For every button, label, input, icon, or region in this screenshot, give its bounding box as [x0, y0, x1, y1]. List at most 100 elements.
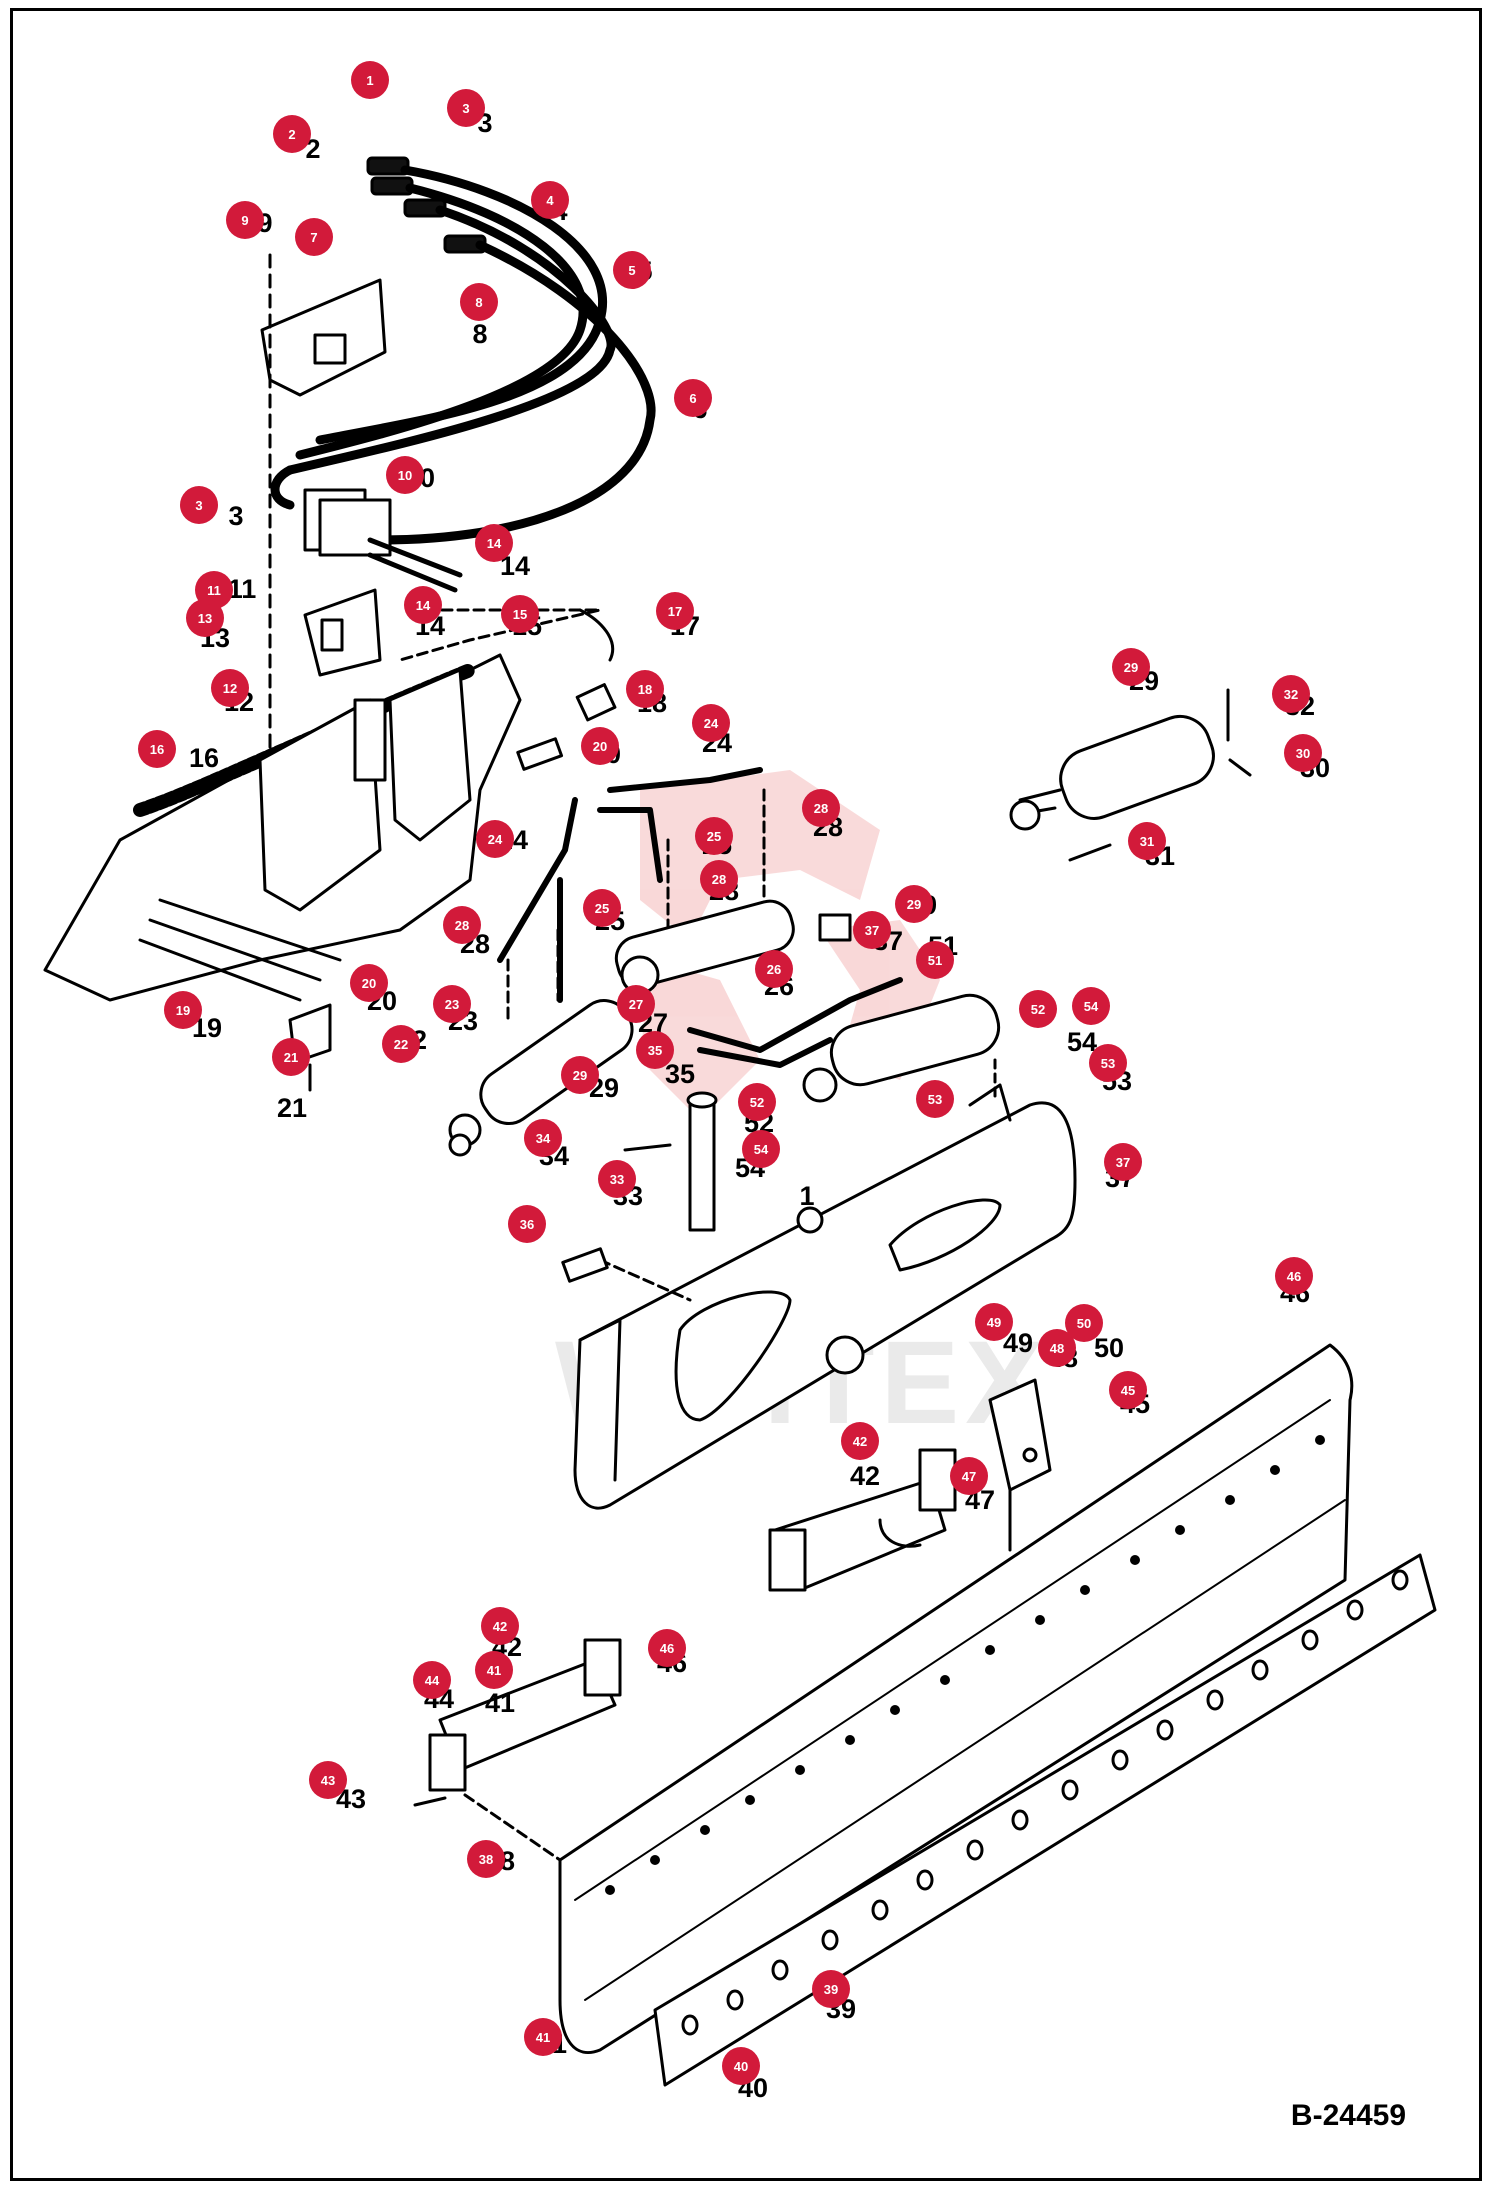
- callout-marker: 45: [1109, 1371, 1147, 1409]
- callout-number: 24: [704, 716, 719, 731]
- callout-number: 28: [455, 918, 469, 933]
- callout-marker: 24: [476, 820, 514, 858]
- callout-marker: 54: [1072, 987, 1110, 1025]
- callout-number: 41: [487, 1663, 501, 1678]
- callout-number: 40: [734, 2059, 748, 2074]
- callout-number: 7: [310, 230, 317, 245]
- clamp-17: [578, 608, 615, 662]
- callout-number: 52: [1031, 1002, 1045, 1017]
- callout-circle: [1072, 987, 1110, 1025]
- line-art: [43, 156, 1437, 2087]
- callout-circle: [186, 599, 224, 637]
- callout-marker: 14: [404, 586, 442, 624]
- callout-number: 36: [520, 1217, 534, 1232]
- part-number-label: 3: [228, 501, 243, 531]
- callout-marker: 26: [755, 950, 793, 988]
- callout-number: 50: [1077, 1316, 1091, 1331]
- callout-circle: [656, 592, 694, 630]
- callout-number: 23: [445, 997, 459, 1012]
- part-number-label: 8: [472, 319, 487, 349]
- callout-marker: 29: [1112, 648, 1150, 686]
- callout-number: 29: [573, 1068, 587, 1083]
- callout-marker: 1: [351, 61, 389, 99]
- callout-circle: [531, 181, 569, 219]
- callout-circle: [1089, 1044, 1127, 1082]
- callout-marker: 44: [413, 1661, 451, 1699]
- callout-marker: 17: [656, 592, 694, 630]
- callout-circle: [433, 985, 471, 1023]
- callout-number: 6: [689, 391, 696, 406]
- callout-number: 53: [928, 1092, 942, 1107]
- decal-18: [575, 683, 617, 722]
- callout-number: 20: [362, 976, 376, 991]
- callout-number: 47: [962, 1469, 976, 1484]
- callout-number: 46: [1287, 1269, 1301, 1284]
- hoses-lower: [497, 767, 903, 1068]
- callout-circle: [164, 991, 202, 1029]
- callout-marker: 37: [1104, 1143, 1142, 1181]
- callout-circle: [475, 524, 513, 562]
- callout-circle: [1284, 734, 1322, 772]
- part-number-label: 54: [1067, 1027, 1097, 1057]
- callout-marker: 21: [272, 1038, 310, 1076]
- callout-circle: [802, 789, 840, 827]
- callout-marker: 20: [581, 727, 619, 765]
- bracket: [303, 588, 382, 677]
- callout-circle: [1065, 1304, 1103, 1342]
- callout-circle: [975, 1303, 1013, 1341]
- part-number-label: 21: [277, 1093, 307, 1123]
- callout-circle: [1128, 822, 1166, 860]
- pivot-plate: [988, 1378, 1052, 1492]
- callout-marker: 43: [309, 1761, 347, 1799]
- callout-circle: [648, 1629, 686, 1667]
- callout-circle: [1019, 990, 1057, 1028]
- callout-marker: 52: [1019, 990, 1057, 1028]
- callout-number: 5: [628, 263, 635, 278]
- callout-marker: 41: [524, 2018, 562, 2056]
- callout-number: 43: [321, 1773, 335, 1788]
- mounting-plate: [260, 253, 387, 762]
- callout-marker: 27: [617, 985, 655, 1023]
- callout-marker: 16: [138, 730, 176, 768]
- callout-circle: [581, 727, 619, 765]
- callout-circle: [895, 885, 933, 923]
- callout-circle: [755, 950, 793, 988]
- main-frame: [43, 653, 522, 1002]
- callout-number: 3: [195, 498, 202, 513]
- hydraulic-hoses: [270, 156, 656, 545]
- callout-marker: 9: [226, 201, 264, 239]
- callout-marker: 10: [386, 456, 424, 494]
- callout-marker: 4: [531, 181, 569, 219]
- callout-circle: [475, 1651, 513, 1689]
- callout-number: 24: [488, 832, 503, 847]
- callout-marker: 15: [501, 595, 539, 633]
- callout-circle: [700, 860, 738, 898]
- callout-circle: [950, 1457, 988, 1495]
- callout-circle: [598, 1160, 636, 1198]
- callout-marker: 35: [636, 1031, 674, 1069]
- callout-marker: 23: [433, 985, 471, 1023]
- callout-circle: [636, 1031, 674, 1069]
- callout-number: 46: [660, 1641, 674, 1656]
- decal-20: [516, 737, 564, 771]
- callout-circle: [501, 595, 539, 633]
- blade-bolt-holes: [605, 1435, 1325, 1895]
- callout-number: 2: [288, 127, 295, 142]
- callout-number: 33: [610, 1172, 624, 1187]
- cutting-edge: [653, 1553, 1437, 2087]
- callout-marker: 13: [186, 599, 224, 637]
- callout-number: 37: [1116, 1155, 1130, 1170]
- drawing-reference: B-24459: [1290, 2099, 1406, 2132]
- cylinder-middle: [614, 899, 852, 995]
- callout-marker: 25: [583, 889, 621, 927]
- callout-marker: 32: [1272, 675, 1310, 713]
- callout-number: 34: [536, 1131, 551, 1146]
- callout-marker: 48: [1038, 1329, 1076, 1367]
- callout-marker: 41: [475, 1651, 513, 1689]
- callout-circle: [1112, 648, 1150, 686]
- callout-number: 12: [223, 681, 237, 696]
- callout-marker: 53: [1089, 1044, 1127, 1082]
- callout-circle: [1272, 675, 1310, 713]
- callout-circle: [738, 1083, 776, 1121]
- callout-number: 28: [814, 801, 828, 816]
